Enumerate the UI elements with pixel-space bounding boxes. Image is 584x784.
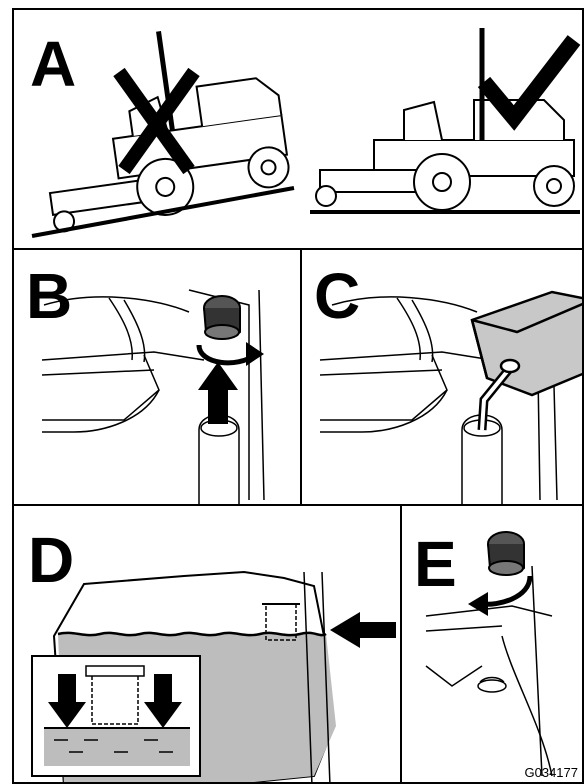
tighten-arrow-icon xyxy=(482,576,530,604)
fill-fuel-illustration xyxy=(302,250,584,506)
panel-b: B xyxy=(12,248,302,506)
tighten-arrowhead-icon xyxy=(468,592,488,616)
mower-on-level-ground xyxy=(316,28,574,210)
install-cap-illustration xyxy=(402,506,584,784)
fill-neck-detail-inset xyxy=(32,656,200,776)
fuel-cap-icon xyxy=(488,532,524,575)
fuel-cap-icon xyxy=(204,296,240,339)
fuel-level-illustration xyxy=(14,506,402,784)
lift-arrow-icon xyxy=(198,362,238,424)
panel-d: D xyxy=(12,504,402,784)
remove-cap-illustration xyxy=(14,250,302,506)
figure-code: G034177 xyxy=(525,765,579,780)
level-ground-illustration xyxy=(14,10,584,250)
fuel-can-icon xyxy=(472,292,584,430)
panel-e: E G034177 xyxy=(400,504,584,784)
fill-level-arrow-icon xyxy=(330,612,396,648)
check-icon xyxy=(484,40,574,118)
rotate-arrow-icon xyxy=(199,345,254,363)
panel-a: A xyxy=(12,8,584,250)
panel-c: C xyxy=(300,248,584,506)
